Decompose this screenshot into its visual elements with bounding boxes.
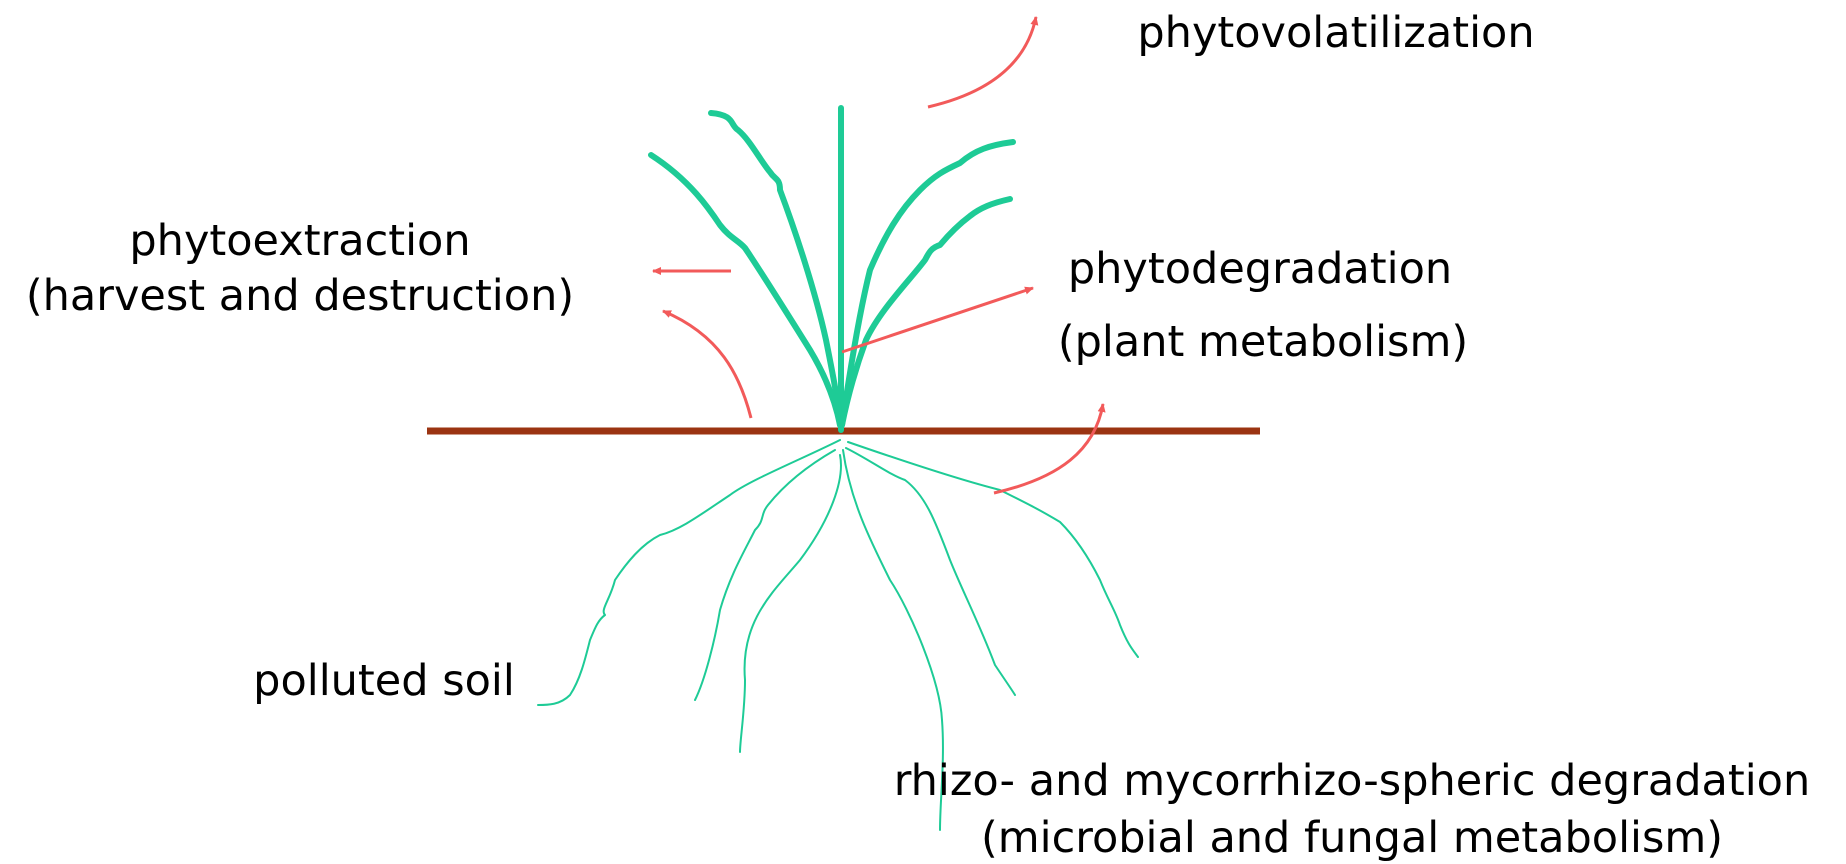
arrow-phytodegradation	[842, 288, 1033, 352]
arrow-rhizo-degradation	[994, 404, 1103, 493]
label-phytodegradation-detail: (plant metabolism)	[1058, 317, 1468, 367]
root-far-left	[538, 440, 840, 705]
label-phytoextraction: phytoextraction	[129, 216, 470, 266]
shoot-left-inner	[711, 113, 840, 425]
arrow-phytoextraction-curved	[663, 311, 751, 418]
label-polluted-soil: polluted soil	[253, 656, 515, 706]
label-phytovolatilization: phytovolatilization	[1137, 8, 1534, 58]
label-phytoextraction-detail: (harvest and destruction)	[26, 271, 574, 321]
label-rhizo-degradation: rhizo- and mycorrhizo-spheric degradatio…	[894, 756, 1811, 806]
root-left	[695, 450, 835, 700]
label-phytodegradation: phytodegradation	[1068, 244, 1452, 294]
arrow-phytovolatilization	[928, 17, 1036, 107]
label-rhizo-degradation-detail: (microbial and fungal metabolism)	[981, 813, 1723, 863]
root-center-left	[740, 455, 841, 752]
shoot-right-lower	[842, 199, 1010, 425]
root-right	[846, 448, 1015, 695]
plant-shoots	[651, 108, 1013, 430]
shoot-right-upper	[842, 142, 1013, 425]
